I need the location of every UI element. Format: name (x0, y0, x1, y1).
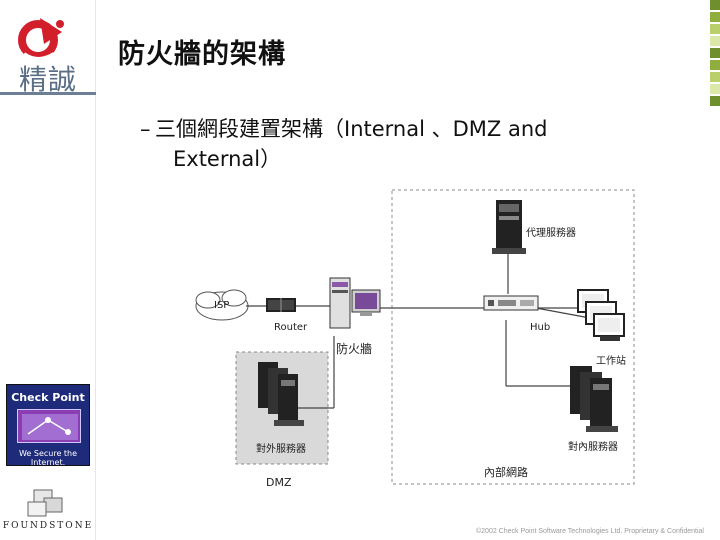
proxy-label: 代理服務器 (526, 228, 576, 239)
stripe (710, 0, 720, 10)
brand-name: 精誠 (18, 63, 77, 96)
proxy-server-icon (492, 200, 526, 254)
internal-server-label: 對內服務器 (568, 442, 618, 453)
slide-title: 防火牆的架構 (118, 39, 286, 70)
bullet-point: – 三個網段建置架構（Internal 、DMZ and External） (140, 114, 675, 174)
bullet-dash: – (140, 117, 151, 141)
checkpoint-title: Check Point (11, 391, 85, 404)
isp-label: ISP (214, 300, 230, 311)
stripe (710, 60, 720, 70)
workstation-label: 工作站 (596, 356, 626, 367)
stripe (710, 36, 720, 46)
brand-sidebar: 精誠 Check Point We Secure the Internet. F… (0, 0, 96, 540)
checkpoint-tagline: We Secure the Internet. (18, 449, 78, 466)
network-diagram-svg (195, 189, 635, 485)
dmz-label: DMZ (266, 476, 292, 489)
intranet-label: 內部網路 (484, 466, 528, 479)
internal-server-icon (570, 366, 618, 432)
router-label: Router (274, 322, 308, 333)
stripe (710, 72, 720, 82)
intranet-zone (391, 189, 635, 485)
checkpoint-logo: Check Point We Secure the Internet. (6, 384, 90, 466)
network-diagram: ISP Router 防火牆 Hub 代理服務器 工作站 對內服務器 對外服務器… (186, 186, 656, 506)
external-server-label: 對外服務器 (256, 444, 306, 455)
external-server-icon (258, 362, 304, 426)
stripe (710, 96, 720, 106)
copyright-note: ©2002 Check Point Software Technologies … (476, 528, 704, 535)
stripe (710, 24, 720, 34)
isp-cloud-icon (195, 289, 249, 321)
firewall-label: 防火牆 (336, 342, 373, 356)
bullet-text-line2: External） (173, 147, 282, 171)
decorative-stripes (710, 0, 720, 110)
foundstone-logo-icon (27, 489, 63, 517)
hub-icon (483, 295, 539, 311)
stripe (710, 12, 720, 22)
checkpoint-screen-icon (17, 409, 81, 443)
stripe (710, 84, 720, 94)
stripe (710, 48, 720, 58)
sidebar-divider (0, 92, 96, 95)
hub-label: Hub (530, 322, 551, 333)
foundstone-name: FOUNDSTONE (2, 521, 94, 531)
firewall-computer-icon (329, 277, 381, 329)
workstation-icon (577, 289, 625, 341)
router-icon (266, 298, 296, 312)
bullet-text-line1: 三個網段建置架構（Internal 、DMZ and (155, 117, 548, 141)
company-logo-icon (18, 18, 64, 61)
